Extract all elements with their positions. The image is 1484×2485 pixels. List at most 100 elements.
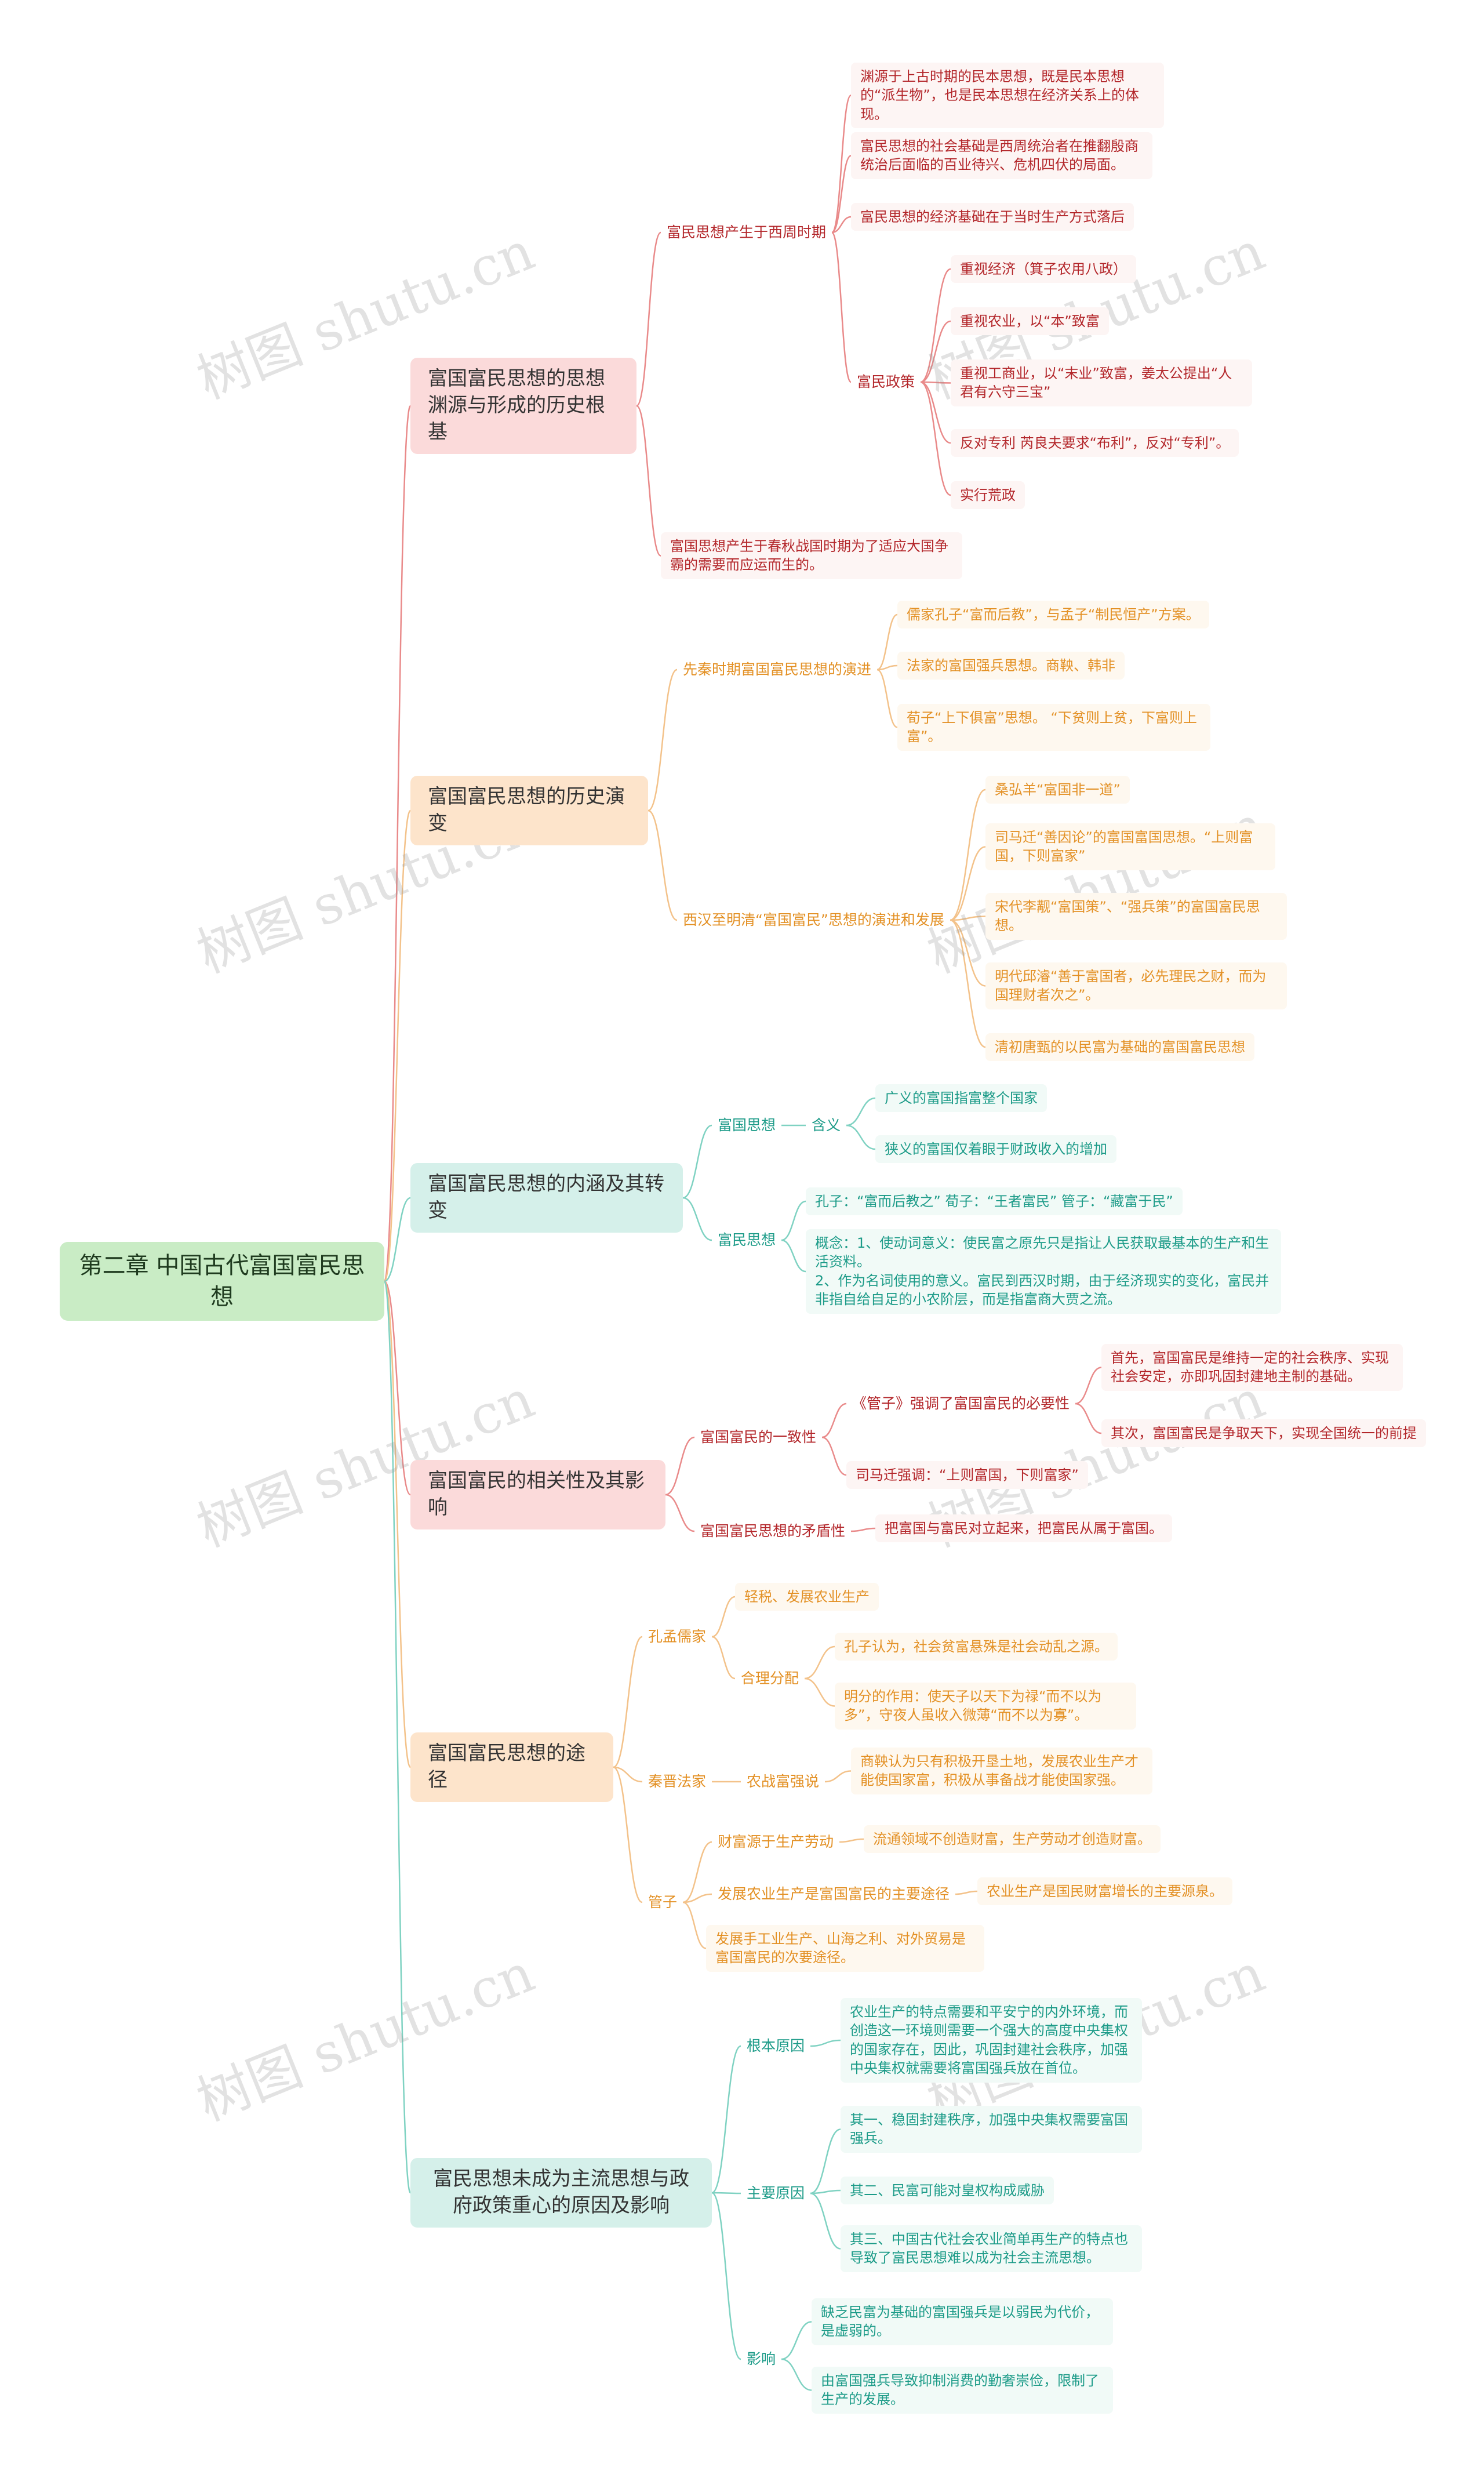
leaf-shang-yang[interactable]: 商鞅认为只有积极开垦土地，发展农业生产才能使国家富，积极从事备战才能使国家强。 xyxy=(851,1748,1152,1794)
leaf-fundamental-reason[interactable]: 农业生产的特点需要和平安宁的内外环境，而创造这一环境则需要一个强大的高度中央集权… xyxy=(841,1998,1142,2083)
branch-reasons[interactable]: 富民思想未成为主流思想与政府政策重心的原因及影响 xyxy=(410,2158,712,2228)
leaf-policy-commerce[interactable]: 重视工商业，以“末业”致富，姜太公提出“人君有六守三宝” xyxy=(951,359,1252,406)
leaf-xunzi[interactable]: 荀子“上下俱富”思想。 “下贫则上贫，下富则上富”。 xyxy=(897,704,1210,751)
connector-root-b2 xyxy=(383,809,412,1283)
topic-contradiction[interactable]: 富国富民思想的矛盾性 xyxy=(700,1523,846,1539)
connector xyxy=(810,2039,841,2047)
topic-western-zhou[interactable]: 富民思想产生于西周时期 xyxy=(667,224,827,241)
leaf-tang-zhen[interactable]: 清初唐甄的以民富为基础的富国富民思想 xyxy=(985,1033,1254,1062)
leaf-sima-qian-emphasis[interactable]: 司马迁强调：“上则富国，下则富家” xyxy=(846,1461,1088,1489)
leaf-reason-1[interactable]: 其一、稳固封建秩序，加强中央集权需要富国强兵。 xyxy=(841,2106,1142,2153)
leaf-legalists[interactable]: 法家的富国强兵思想。商鞅、韩非 xyxy=(897,652,1125,680)
branch-historical-roots[interactable]: 富国富民思想的思想渊源与形成的历史根基 xyxy=(410,358,636,454)
leaf-sima-qian[interactable]: 司马迁“善因论”的富国富国思想。“上则富国，下则富家” xyxy=(985,823,1275,870)
leaf-impact-1[interactable]: 缺乏民富为基础的富国强兵是以弱民为代价，是虚弱的。 xyxy=(812,2298,1113,2345)
topic-spring-autumn[interactable]: 富国思想产生于春秋战国时期为了适应大国争霸的需要而应运而生的。 xyxy=(661,532,962,579)
connector xyxy=(682,1841,712,1903)
leaf-impact-2[interactable]: 由富国强兵导致抑制消费的勤奢崇俭，限制了生产的发展。 xyxy=(812,2367,1113,2414)
branch-evolution[interactable]: 富国富民思想的历史演变 xyxy=(410,776,648,845)
connector xyxy=(831,231,852,383)
leaf-reason-2[interactable]: 其二、民富可能对皇权构成威胁 xyxy=(841,2177,1054,2205)
topic-distribution[interactable]: 合理分配 xyxy=(741,1670,799,1687)
leaf-policy-agriculture[interactable]: 重视农业，以“本”致富 xyxy=(951,307,1109,336)
connector xyxy=(824,1770,852,1783)
leaf-broad-meaning[interactable]: 广义的富国指富整个国家 xyxy=(875,1084,1047,1113)
connector xyxy=(950,846,986,921)
connector xyxy=(711,2192,741,2360)
leaf-agriculture-source[interactable]: 农业生产是国民财富增长的主要源泉。 xyxy=(977,1877,1232,1906)
leaf-qiu-jun[interactable]: 明代邱濬“善于富国者，必先理民之财，而为国理财者次之”。 xyxy=(985,962,1287,1009)
connector xyxy=(781,2321,812,2360)
topic-guanzi[interactable]: 管子 xyxy=(648,1894,678,1910)
connector xyxy=(831,216,852,234)
topic-guanzi-necessity[interactable]: 《管子》强调了富国富民的必要性 xyxy=(852,1395,1070,1412)
topic-confucian[interactable]: 孔孟儒家 xyxy=(648,1628,707,1645)
leaf-minben-origin[interactable]: 渊源于上古时期的民本思想，既是民本思想的“派生物”，也是民本思想在经济关系上的体… xyxy=(851,63,1164,129)
connector xyxy=(711,1596,736,1638)
topic-labor[interactable]: 财富源于生产劳动 xyxy=(718,1833,834,1850)
leaf-policy-relief[interactable]: 实行荒政 xyxy=(951,481,1025,510)
leaf-economic-basis[interactable]: 富民思想的经济基础在于当时生产方式落后 xyxy=(851,203,1134,231)
leaf-wealth-gap[interactable]: 孔子认为，社会贫富悬殊是社会动乱之源。 xyxy=(835,1633,1118,1661)
topic-han-to-qing[interactable]: 西汉至明清“富国富民”思想的演进和发展 xyxy=(683,911,944,928)
connector xyxy=(876,669,898,728)
connector xyxy=(682,1893,712,1903)
topic-main-reasons[interactable]: 主要原因 xyxy=(747,2185,805,2201)
connector-root-b5 xyxy=(383,1280,412,1768)
topic-fuguo-thought[interactable]: 富国思想 xyxy=(718,1117,776,1133)
connector xyxy=(810,2189,841,2195)
leaf-mingfen[interactable]: 明分的作用：使天子以天下为禄“而不以为多”，守夜人虽收入微薄“而不以为寡”。 xyxy=(835,1683,1136,1730)
topic-legalist[interactable]: 秦晋法家 xyxy=(648,1773,707,1790)
leaf-policy-economy[interactable]: 重视经济（箕子农用八政） xyxy=(951,255,1136,284)
connector xyxy=(613,1766,643,1903)
connector-root-b1 xyxy=(383,405,412,1283)
topic-pre-qin[interactable]: 先秦时期富国富民思想的演进 xyxy=(683,661,872,678)
connector xyxy=(636,405,661,557)
topic-impact[interactable]: 影响 xyxy=(747,2350,776,2367)
topic-secondary-ways[interactable]: 发展手工业生产、山海之利、对外贸易是富国富民的次要途径。 xyxy=(706,1925,984,1972)
leaf-policy-anti-monopoly[interactable]: 反对专利 芮良夫要求“布利”，反对“专利”。 xyxy=(951,429,1239,457)
connector xyxy=(821,1436,847,1476)
leaf-sayings[interactable]: 孔子：“富而后教之” 荀子：“王者富民” 管子：“藏富于民” xyxy=(806,1187,1183,1216)
connector xyxy=(613,1636,643,1768)
root-node[interactable]: 第二章 中国古代富国富民思想 xyxy=(60,1242,384,1321)
connector xyxy=(810,2192,841,2250)
connector xyxy=(804,1677,835,1707)
connector xyxy=(950,789,986,921)
connector xyxy=(781,1239,806,1273)
topic-fundamental[interactable]: 根本原因 xyxy=(747,2037,805,2054)
connector xyxy=(781,1200,806,1241)
topic-agriculture-main[interactable]: 发展农业生产是富国富民的主要途径 xyxy=(718,1885,950,1902)
branch-approaches[interactable]: 富国富民思想的途径 xyxy=(410,1732,613,1802)
leaf-li-gou[interactable]: 宋代李觏“富国策”、“强兵策”的富国富民思想。 xyxy=(985,893,1287,940)
connector xyxy=(831,155,852,234)
leaf-unification[interactable]: 其次，富国富民是争取天下，实现全国统一的前提 xyxy=(1101,1419,1426,1448)
leaf-sang-hongyang[interactable]: 桑弘羊“富国非一道” xyxy=(985,776,1130,804)
leaf-opposition[interactable]: 把富国与富民对立起来，把富民从属于富国。 xyxy=(875,1514,1172,1543)
connector xyxy=(648,809,678,921)
topic-fumin-thought[interactable]: 富民思想 xyxy=(718,1231,776,1248)
topic-consistency[interactable]: 富国富民的一致性 xyxy=(700,1429,817,1445)
connector xyxy=(846,1097,876,1127)
leaf-confucius[interactable]: 儒家孔子“富而后教”，与孟子“制民恒产”方案。 xyxy=(897,601,1209,629)
leaf-narrow-meaning[interactable]: 狭义的富国仅着眼于财政收入的增加 xyxy=(875,1135,1116,1164)
leaf-labor-wealth[interactable]: 流通领域不创造财富，生产劳动才创造财富。 xyxy=(864,1825,1161,1854)
connector xyxy=(950,919,986,1048)
leaf-concept[interactable]: 概念：1、使动词意义：使民富之原先只是指让人民获取最基本的生产和生活资料。 2、… xyxy=(806,1229,1281,1314)
connector xyxy=(920,320,951,383)
leaf-light-tax[interactable]: 轻税、发展农业生产 xyxy=(735,1583,879,1611)
leaf-reason-3[interactable]: 其三、中国古代社会农业简单再生产的特点也导致了富民思想难以成为社会主流思想。 xyxy=(841,2225,1142,2272)
topic-nongzhan[interactable]: 农战富强说 xyxy=(747,1773,820,1790)
branch-correlation[interactable]: 富国富民的相关性及其影响 xyxy=(410,1460,665,1529)
topic-fumin-policy[interactable]: 富民政策 xyxy=(857,373,915,390)
leaf-social-order[interactable]: 首先，富国富民是维持一定的社会秩序、实现社会安定，亦即巩固封建地主制的基础。 xyxy=(1101,1344,1403,1391)
connector xyxy=(831,95,852,234)
connector xyxy=(955,1890,978,1895)
leaf-social-basis[interactable]: 富民思想的社会基础是西周统治者在推翻殷商统治后面临的百业待兴、危机四伏的局面。 xyxy=(851,132,1152,179)
topic-meaning[interactable]: 含义 xyxy=(812,1117,841,1133)
connector xyxy=(711,2045,741,2194)
branch-connotation[interactable]: 富国富民思想的内涵及其转变 xyxy=(410,1163,683,1233)
connector xyxy=(682,1124,712,1199)
connector xyxy=(804,1645,835,1680)
